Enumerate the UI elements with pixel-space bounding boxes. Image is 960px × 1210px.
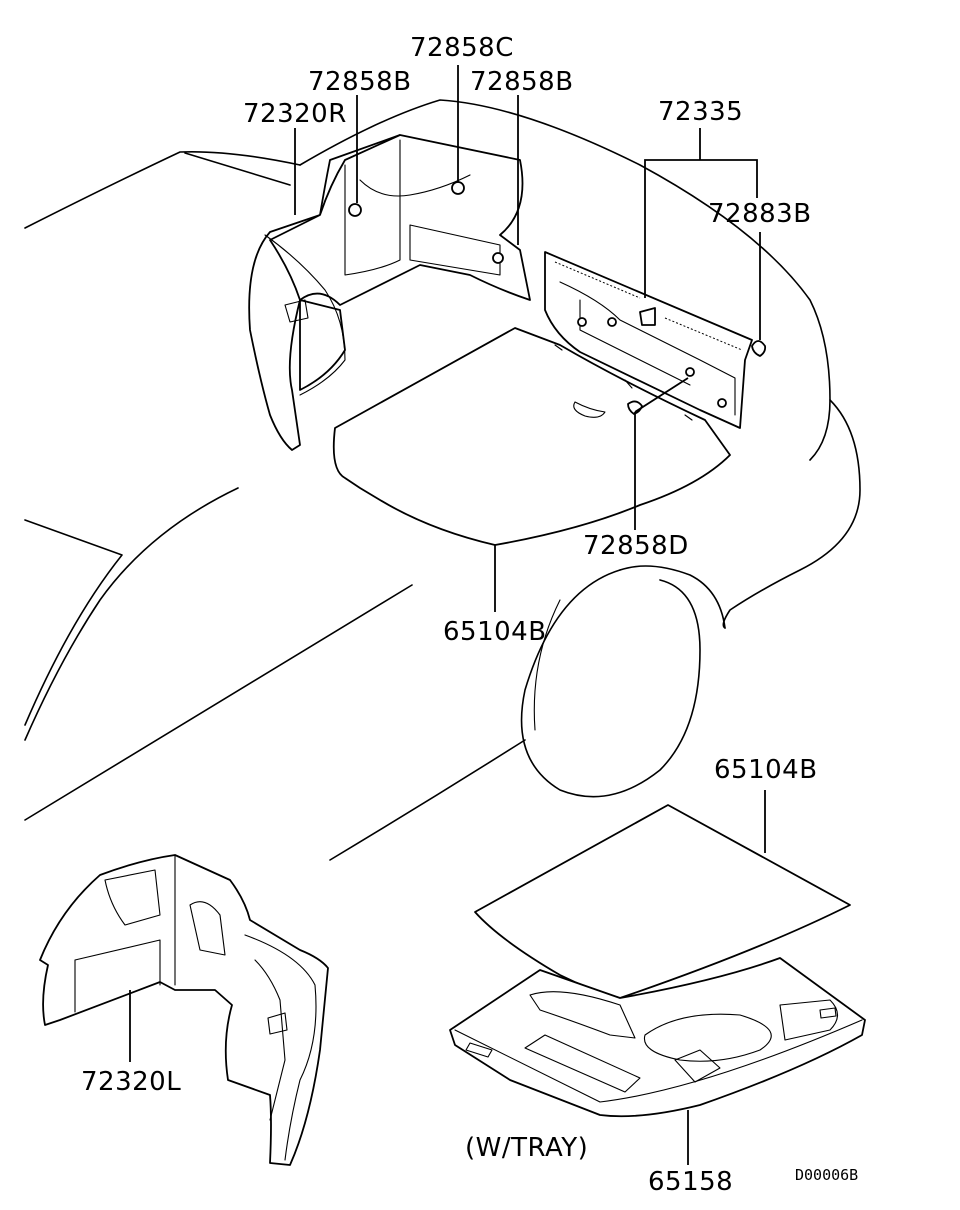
label-72320L: 72320L: [81, 1067, 181, 1097]
tray-well-tab: [674, 1049, 721, 1083]
rear-trim-hole-2: [607, 317, 617, 327]
tray-rim: [454, 1019, 863, 1103]
tray-clip-front: [465, 1042, 493, 1058]
trim-left-outline: [39, 854, 329, 1166]
tray-spare-wheel-well: [643, 1013, 772, 1062]
side-sill-line: [24, 584, 413, 821]
rear-trim-hatch-1: [554, 261, 641, 299]
label-72858C: 72858C: [410, 33, 514, 63]
leader-72858D: [634, 377, 689, 530]
tray-compartment-front: [524, 1034, 641, 1093]
tray-clip-back: [819, 1007, 837, 1019]
rear-trim-panel: [544, 251, 767, 429]
label-72858B-right: 72858B: [470, 67, 574, 97]
trim-left-flange: [244, 934, 317, 1161]
rear-trim-lower-edge: [579, 299, 691, 386]
label-w-tray: (W/TRAY): [465, 1133, 588, 1163]
rear-trim-hole-3: [685, 367, 695, 377]
trunk-floor-mat: [332, 327, 731, 546]
trim-left-upper-pocket: [104, 869, 161, 926]
trim-left-inner-pocket: [189, 901, 226, 956]
trim-right-flange: [264, 234, 346, 396]
car-body-outline: [24, 99, 861, 861]
label-72883B: 72883B: [708, 199, 812, 229]
tray-compartment-left: [529, 991, 636, 1039]
c-pillar-line: [24, 487, 239, 741]
drawing-code: D00006B: [795, 1166, 858, 1184]
clip-72858D: [627, 400, 643, 415]
label-72858D: 72858D: [583, 531, 689, 561]
tray-body: [449, 957, 866, 1118]
trim-left-walls: [74, 854, 176, 1013]
trim-right-inner-wall: [344, 139, 401, 276]
part-labels: 72858C 72858B 72858B 72320R 72335 72883B…: [81, 33, 858, 1197]
clip-72858B-right: [492, 252, 504, 264]
rear-trim-latch: [639, 307, 656, 326]
label-72320R: 72320R: [243, 99, 347, 129]
rear-trim-hole-4: [717, 398, 727, 408]
luggage-tray: [449, 957, 866, 1165]
side-trim-left: [39, 854, 329, 1166]
side-trim-right: [248, 134, 531, 451]
rear-glass-line: [184, 152, 291, 186]
rear-trim-hatch-2: [664, 317, 743, 351]
mat-edge-marks: [554, 344, 693, 421]
leader-lines-top: [294, 65, 761, 612]
leader-72335: [644, 128, 758, 298]
door-window: [24, 519, 123, 726]
wheel-inner: [533, 599, 561, 731]
rear-wheel: [520, 569, 701, 798]
lower-body-line: [329, 739, 526, 861]
label-65158: 65158: [648, 1167, 733, 1197]
wheel-arch-top: [619, 565, 726, 629]
rear-trim-hole-1: [577, 317, 587, 327]
trim-left-clip-slot: [267, 1012, 288, 1035]
trim-right-pocket: [409, 224, 501, 276]
clip-72858C: [451, 181, 465, 195]
rear-trim-recess: [559, 281, 736, 416]
label-72335: 72335: [658, 97, 743, 127]
tray-compartment-right: [779, 999, 839, 1041]
clip-72858B-left: [348, 203, 362, 217]
rear-bumper: [722, 399, 861, 629]
floor-mat-panel: [332, 327, 731, 546]
rear-trim-body: [544, 251, 753, 429]
trim-right-contour: [359, 174, 471, 197]
roof-line: [24, 150, 301, 229]
trunk-lid-line: [299, 99, 831, 461]
floor-mat-separate: [474, 790, 851, 999]
mat-handle-slot: [573, 401, 606, 418]
clip-72883B: [751, 340, 767, 357]
trim-right-clip-slot: [284, 299, 309, 323]
label-65104B-top: 65104B: [443, 617, 547, 647]
trim-left-contour: [254, 959, 286, 1121]
label-72858B-left: 72858B: [308, 67, 412, 97]
label-65104B-bottom: 65104B: [714, 755, 818, 785]
